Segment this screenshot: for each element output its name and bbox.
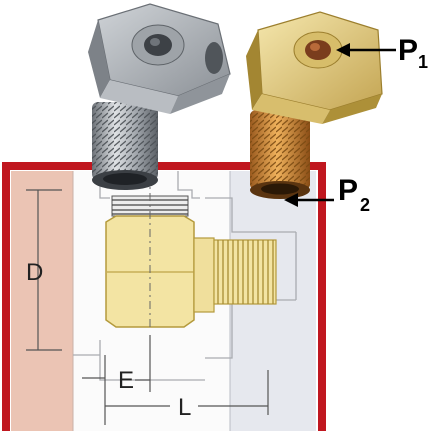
dimension-label-d: D: [26, 259, 43, 286]
side-thread: [213, 239, 277, 305]
callout-p2: P 2: [284, 174, 370, 215]
brass-fitting-section: [105, 175, 277, 330]
stainless-fitting-photo: [88, 3, 231, 190]
dimension-label-e: E: [118, 367, 134, 394]
port-label-p2: P: [338, 174, 358, 207]
pink-panel: [11, 171, 73, 431]
dimension-lines: [26, 189, 269, 425]
callout-p1: P 1: [336, 34, 428, 72]
arrow-p2-icon: [284, 193, 298, 207]
brass-fitting-photo: [246, 11, 383, 199]
port-label-p2-subscript: 2: [360, 195, 370, 215]
arrow-p1-icon: [336, 43, 350, 57]
port-label-p1-subscript: 1: [418, 52, 428, 72]
red-frame: [2, 162, 326, 431]
dimension-label-l: L: [178, 394, 191, 421]
side-boss: [193, 237, 215, 313]
port-label-p1: P: [398, 34, 418, 67]
